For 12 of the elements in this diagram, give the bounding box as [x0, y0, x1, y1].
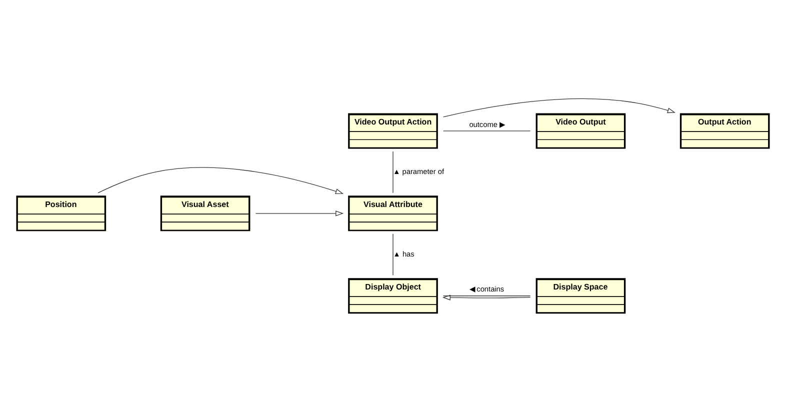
edge-label: outcome ▶: [469, 119, 504, 128]
connector: [392, 233, 394, 276]
edge-label: ▲ parameter of: [392, 166, 444, 176]
edge-label: ◀ contains: [470, 284, 504, 294]
connector: [392, 150, 394, 193]
arrow: [442, 294, 531, 300]
edge-label: ▲ has: [393, 249, 414, 258]
arrow: [98, 166, 344, 194]
arrow: [443, 98, 676, 117]
connector: [442, 130, 531, 131]
arrow: [255, 210, 344, 216]
connector: [442, 295, 531, 296]
